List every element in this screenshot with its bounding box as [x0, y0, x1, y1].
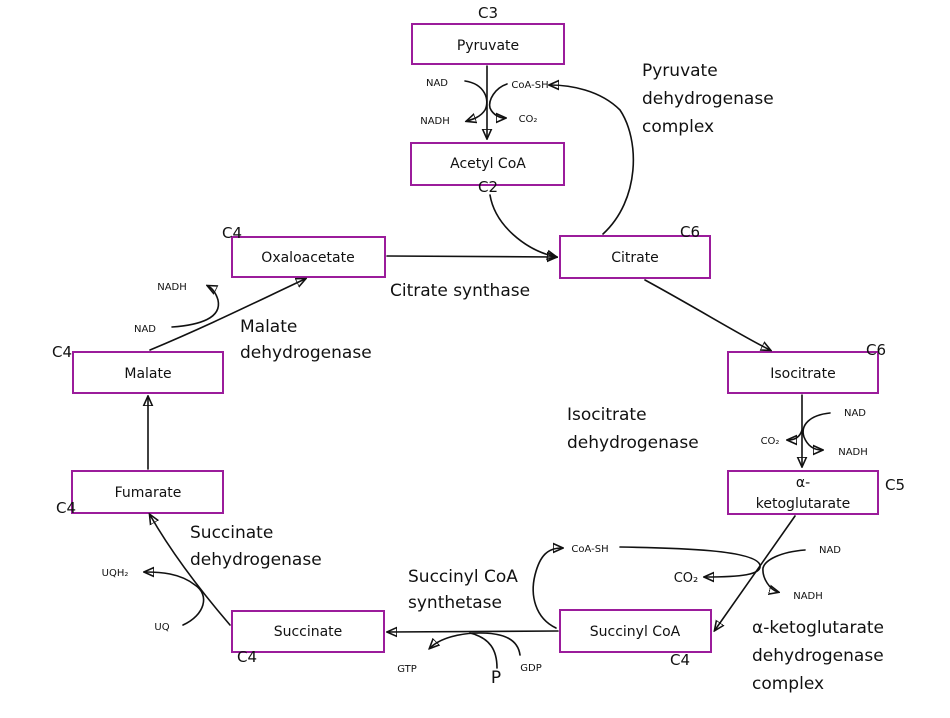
isocitrate-node: Isocitrate C6: [727, 341, 886, 394]
succinyl-coa-carbons: C4: [670, 651, 690, 669]
pdh-co2: CO₂: [519, 114, 538, 125]
fumarate-label: Fumarate: [115, 485, 182, 501]
isocitrate-label: Isocitrate: [770, 366, 836, 382]
enzyme-akgdh: α-ketoglutarate dehydrogenase complex: [752, 618, 884, 694]
akg-node: α- ketoglutarate C5: [727, 470, 905, 515]
svg-text:dehydrogenase: dehydrogenase: [240, 343, 372, 363]
enzyme-scs: Succinyl CoA synthetase: [408, 567, 518, 613]
pdh-nad: NAD: [426, 78, 448, 89]
succinate-carbons: C4: [237, 648, 257, 666]
scs-gdp: GDP: [520, 663, 541, 674]
sdh-uq: UQ: [154, 622, 169, 633]
akgdh-coash-arrow: [619, 546, 761, 577]
akgdh-coash-from-succinylcoa: [532, 548, 562, 629]
enzyme-idh: Isocitrate dehydrogenase: [567, 405, 699, 453]
idh-nadh: NADH: [838, 447, 868, 458]
malate-node: Malate C4: [52, 343, 224, 394]
succinyl-coa-label: Succinyl CoA: [590, 624, 681, 640]
arrow-succinylcoa-to-succinate: [388, 631, 559, 632]
svg-text:Succinate: Succinate: [190, 523, 273, 543]
svg-text:Isocitrate: Isocitrate: [567, 405, 647, 425]
idh-co2-arrow: [788, 429, 803, 440]
pyruvate-carbons: C3: [478, 4, 498, 22]
arrow-succinate-to-fumarate: [150, 515, 231, 626]
pdh-coash: CoA-SH: [511, 80, 548, 91]
sdh-uq-arrow: [145, 572, 205, 626]
fumarate-node: Fumarate C4: [56, 470, 224, 517]
svg-text:synthetase: synthetase: [408, 593, 502, 613]
svg-text:Succinyl CoA: Succinyl CoA: [408, 567, 518, 587]
acetyl-coa-carbons: C2: [478, 178, 498, 196]
sdh-uqh2: UQH₂: [102, 568, 129, 579]
svg-text:complex: complex: [752, 674, 824, 694]
pdh-coa-recycle-arrow: [550, 85, 635, 235]
svg-text:α-ketoglutarate: α-ketoglutarate: [752, 618, 884, 638]
akg-carbons: C5: [885, 476, 905, 494]
mdh-nadh: NADH: [157, 282, 187, 293]
pyruvate-label: Pyruvate: [457, 38, 519, 54]
arrow-malate-to-oxaloacetate: [149, 279, 305, 351]
akgdh-nad-arrow: [762, 549, 806, 592]
citrate-label-text: Citrate: [611, 250, 659, 266]
pdh-nad-arrow: [465, 80, 488, 121]
enzyme-sdh: Succinate dehydrogenase: [190, 523, 322, 570]
succinate-label: Succinate: [274, 624, 343, 640]
mdh-nad-arrow: [171, 286, 220, 328]
svg-text:complex: complex: [642, 117, 714, 137]
oxaloacetate-label: Oxaloacetate: [261, 250, 354, 266]
scs-pi: P: [491, 668, 501, 688]
enzyme-pdh: Pyruvate dehydrogenase complex: [642, 61, 774, 137]
scs-gdp-arrow: [430, 632, 521, 656]
akgdh-nad: NAD: [819, 545, 841, 556]
akgdh-coash: CoA-SH: [571, 544, 608, 555]
acetyl-coa-label: Acetyl CoA: [450, 156, 526, 172]
isocitrate-carbons: C6: [866, 341, 886, 359]
pdh-nadh: NADH: [420, 116, 450, 127]
arrow-acetylcoa-to-citrate: [489, 194, 556, 257]
idh-nad: NAD: [844, 408, 866, 419]
akgdh-nadh: NADH: [793, 591, 823, 602]
scs-pi-line: [469, 632, 498, 669]
scs-gtp: GTP: [397, 664, 417, 675]
idh-co2: CO₂: [761, 436, 780, 447]
akg-label-line2: ketoglutarate: [756, 496, 850, 512]
enzyme-citrate-synthase: Citrate synthase: [390, 281, 530, 301]
svg-text:dehydrogenase: dehydrogenase: [752, 646, 884, 666]
akg-label-line1: α-: [796, 475, 810, 491]
malate-label: Malate: [124, 366, 171, 382]
mdh-nad: NAD: [134, 324, 156, 335]
citrate-carbons: C6: [680, 223, 700, 241]
citrate-node: C6 Citrate C6: [559, 223, 711, 279]
succinyl-coa-node: Succinyl CoA C4: [559, 609, 712, 669]
svg-text:dehydrogenase: dehydrogenase: [190, 550, 322, 570]
svg-text:Pyruvate: Pyruvate: [642, 61, 718, 81]
oxaloacetate-carbons: C4: [222, 224, 242, 242]
arrow-oxaloacetate-to-citrate: [386, 256, 556, 257]
enzyme-mdh: Malate dehydrogenase: [240, 317, 372, 363]
arrow-citrate-to-isocitrate: [644, 279, 770, 350]
pyruvate-node: C3 Pyruvate: [411, 4, 565, 65]
succinate-node: Succinate C4: [231, 610, 385, 666]
oxaloacetate-node: Oxaloacetate C4: [222, 224, 386, 278]
pdh-coash-arrow: [488, 83, 508, 118]
svg-text:Malate: Malate: [240, 317, 297, 337]
akgdh-co2: CO₂: [674, 571, 699, 586]
fumarate-carbons: C4: [56, 499, 76, 517]
svg-text:dehydrogenase: dehydrogenase: [642, 89, 774, 109]
idh-nad-arrow: [802, 412, 831, 450]
malate-carbons: C4: [52, 343, 72, 361]
acetyl-coa-node: Acetyl CoA C2: [410, 142, 565, 196]
svg-text:dehydrogenase: dehydrogenase: [567, 433, 699, 453]
